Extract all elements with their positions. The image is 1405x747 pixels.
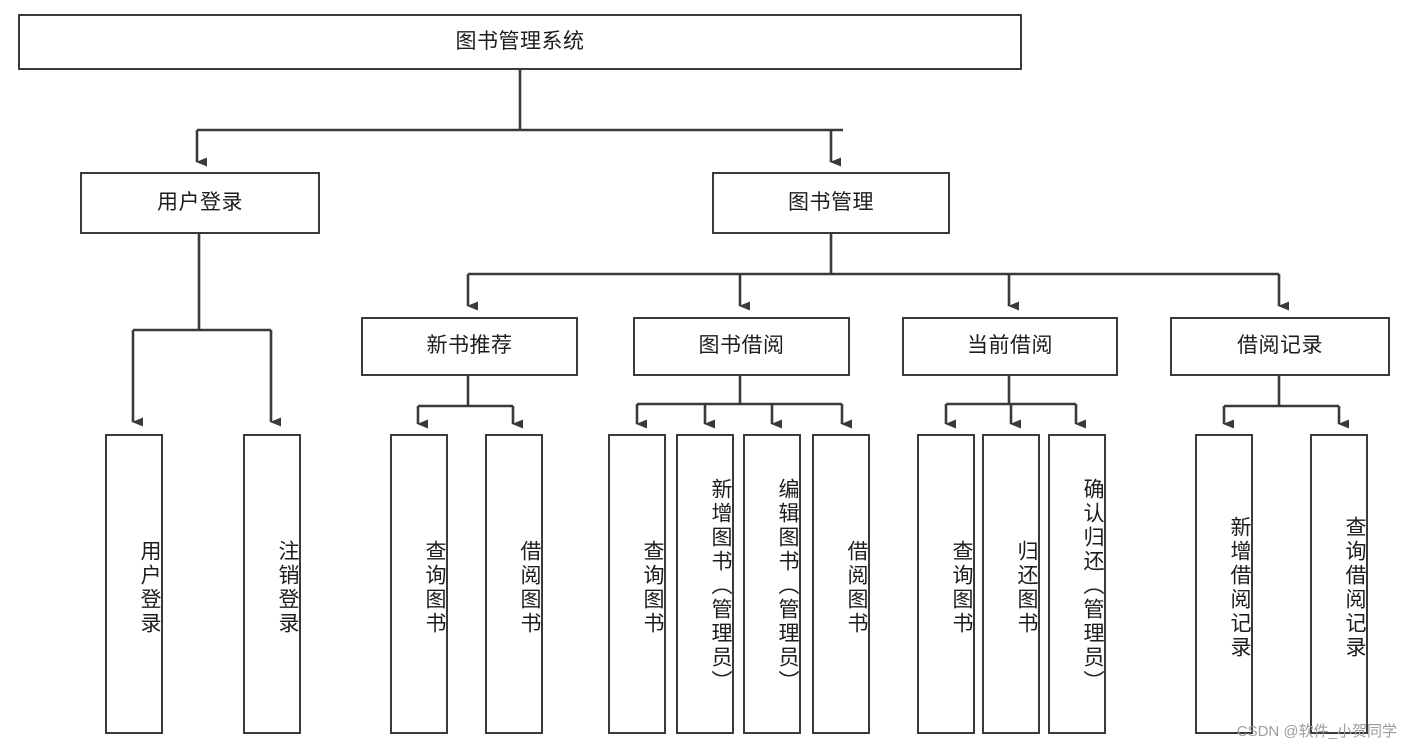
leaf-new-borrow-book[interactable]: 借阅图书	[485, 434, 543, 734]
node-user-login[interactable]: 用户登录	[80, 172, 320, 234]
leaf-borrow-add-book[interactable]: 新增图书（管理员）	[676, 434, 734, 734]
leaf-current-confirm-return-label: 确认归还（管理员）	[1081, 478, 1104, 694]
node-current-borrow[interactable]: 当前借阅	[902, 317, 1118, 376]
node-root-label: 图书管理系统	[455, 29, 585, 53]
node-book-management-label: 图书管理	[788, 190, 874, 214]
leaf-borrow-borrow-book[interactable]: 借阅图书	[812, 434, 870, 734]
leaf-borrow-query-book[interactable]: 查询图书	[608, 434, 666, 734]
leaf-record-query-label: 查询借阅记录	[1343, 516, 1366, 660]
leaf-current-confirm-return[interactable]: 确认归还（管理员）	[1048, 434, 1106, 734]
leaf-current-return-book[interactable]: 归还图书	[982, 434, 1040, 734]
node-current-borrow-label: 当前借阅	[967, 334, 1053, 358]
leaf-borrow-query-book-label: 查询图书	[641, 540, 664, 636]
leaf-current-return-book-label: 归还图书	[1015, 540, 1038, 636]
node-book-borrow[interactable]: 图书借阅	[633, 317, 850, 376]
leaf-user-login[interactable]: 用户登录	[105, 434, 163, 734]
node-book-borrow-label: 图书借阅	[698, 334, 785, 358]
leaf-current-query-book[interactable]: 查询图书	[917, 434, 975, 734]
leaf-record-query[interactable]: 查询借阅记录	[1310, 434, 1368, 734]
leaf-current-query-book-label: 查询图书	[950, 540, 973, 636]
leaf-record-add[interactable]: 新增借阅记录	[1195, 434, 1253, 734]
node-new-book-recommend[interactable]: 新书推荐	[361, 317, 578, 376]
leaf-record-add-label: 新增借阅记录	[1228, 516, 1251, 660]
leaf-borrow-edit-book[interactable]: 编辑图书（管理员）	[743, 434, 801, 734]
node-new-book-recommend-label: 新书推荐	[426, 334, 513, 358]
leaf-new-borrow-book-label: 借阅图书	[518, 540, 541, 636]
watermark: CSDN @软件_小贺同学	[1236, 723, 1397, 740]
leaf-new-query-book[interactable]: 查询图书	[390, 434, 448, 734]
leaf-user-login-label: 用户登录	[138, 540, 161, 636]
node-user-login-label: 用户登录	[157, 190, 243, 214]
leaf-borrow-add-book-label: 新增图书（管理员）	[709, 478, 732, 694]
leaf-borrow-borrow-book-label: 借阅图书	[845, 540, 868, 636]
node-book-management[interactable]: 图书管理	[712, 172, 950, 234]
node-root[interactable]: 图书管理系统	[18, 14, 1022, 70]
node-borrow-record-label: 借阅记录	[1237, 334, 1323, 358]
leaf-borrow-edit-book-label: 编辑图书（管理员）	[776, 478, 799, 694]
leaf-user-logout[interactable]: 注销登录	[243, 434, 301, 734]
node-borrow-record[interactable]: 借阅记录	[1170, 317, 1390, 376]
leaf-new-query-book-label: 查询图书	[423, 540, 446, 636]
leaf-user-logout-label: 注销登录	[276, 540, 299, 636]
